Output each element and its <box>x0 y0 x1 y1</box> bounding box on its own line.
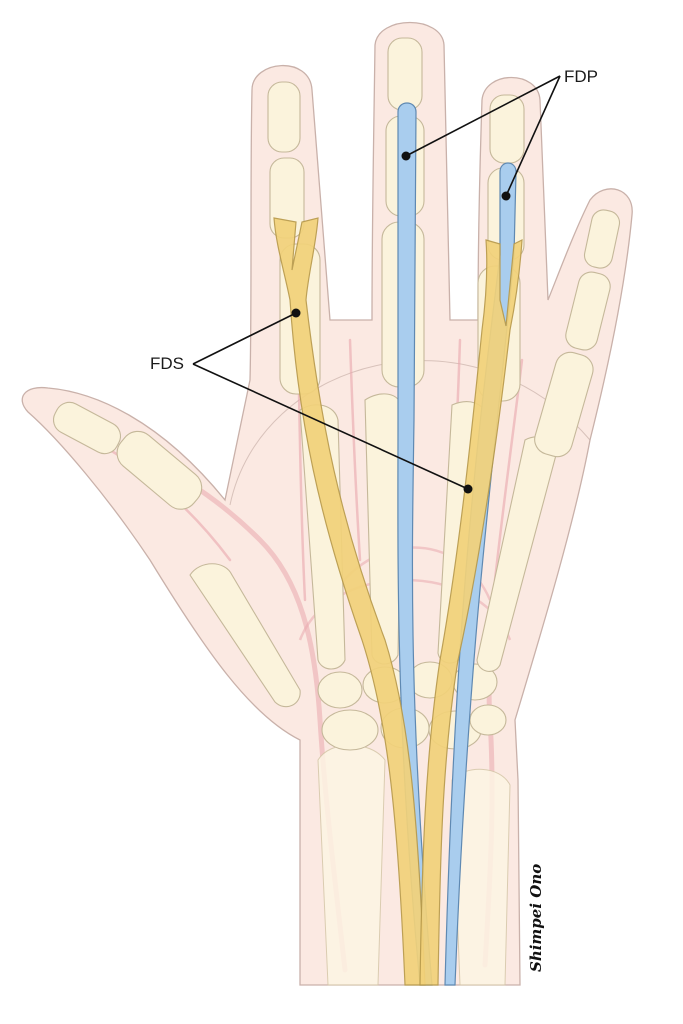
fds-tendons <box>273 217 523 986</box>
fds-tendon-ring <box>419 238 523 986</box>
radius-bone <box>317 744 386 986</box>
artist-signature: Shimpei Ono <box>527 864 545 972</box>
leader-lines <box>192 75 561 494</box>
palm-crease <box>229 360 591 506</box>
forearm-bones <box>317 744 511 986</box>
fds-label: FDS <box>150 354 184 373</box>
fdp-label: FDP <box>564 67 598 86</box>
